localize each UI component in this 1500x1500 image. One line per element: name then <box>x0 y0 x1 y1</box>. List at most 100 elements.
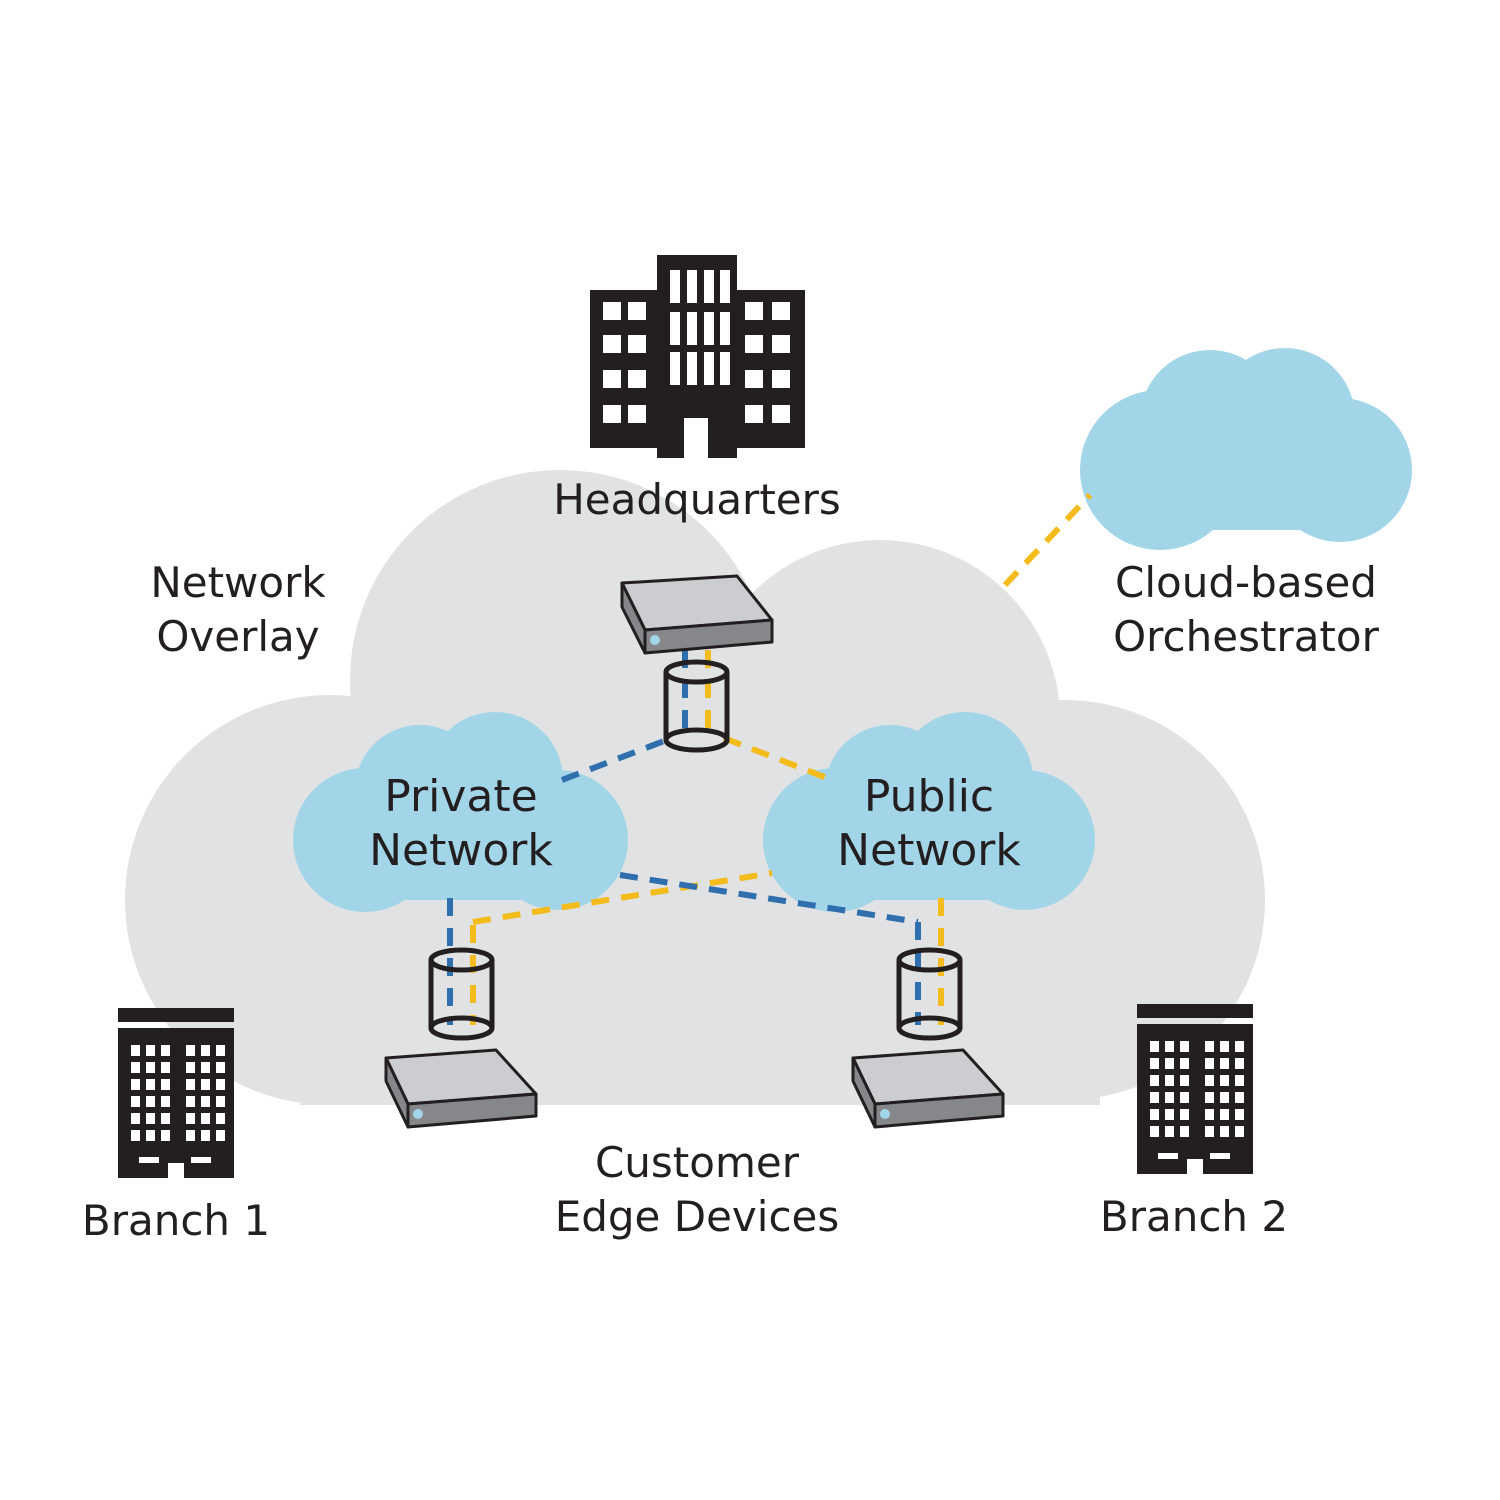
customer-edge-devices-label: Customer Edge Devices <box>540 1136 854 1244</box>
building-window <box>201 1062 210 1073</box>
building-window <box>146 1079 155 1090</box>
building-door-sign <box>1210 1153 1230 1159</box>
building-window <box>186 1045 195 1056</box>
building-window <box>146 1130 155 1141</box>
hq-public-link <box>722 735 834 783</box>
building-window <box>1180 1041 1189 1052</box>
building-window <box>216 1130 225 1141</box>
building-door-sign <box>139 1157 159 1163</box>
building-window <box>1220 1041 1229 1052</box>
hq-tunnel-icon <box>663 659 730 753</box>
building-window <box>1205 1058 1214 1069</box>
building-window <box>146 1096 155 1107</box>
building-window <box>146 1062 155 1073</box>
building-window <box>1150 1041 1159 1052</box>
building-window <box>216 1079 225 1090</box>
building-window <box>1220 1075 1229 1086</box>
orchestrator-cloud-icon <box>1080 348 1412 550</box>
building-window <box>1180 1075 1189 1086</box>
building-window <box>161 1045 170 1056</box>
branch1-building-icon <box>118 1008 234 1178</box>
branch1-label: Branch 1 <box>70 1194 282 1248</box>
branch1-tunnel-icon <box>428 947 495 1041</box>
orchestrator-link <box>1002 492 1093 588</box>
building-window <box>1150 1075 1159 1086</box>
building-window <box>131 1079 140 1090</box>
building-window <box>1165 1058 1174 1069</box>
building-window <box>146 1045 155 1056</box>
customer-edge-devices-label-line2: Edge Devices <box>554 1192 840 1241</box>
branch1-label-text: Branch 1 <box>81 1196 271 1245</box>
building-window <box>1235 1041 1244 1052</box>
building-window <box>216 1096 225 1107</box>
branch2-edge-device-icon <box>851 1048 1005 1129</box>
building-window <box>1205 1075 1214 1086</box>
network-links <box>447 492 1093 1025</box>
building-window <box>216 1113 225 1124</box>
building-window <box>186 1096 195 1107</box>
building-window <box>201 1130 210 1141</box>
building-window <box>1150 1109 1159 1120</box>
branch1-edge-device-icon <box>384 1048 538 1129</box>
building-window <box>201 1079 210 1090</box>
private-network-cloud-icon <box>293 712 628 912</box>
building-window <box>161 1130 170 1141</box>
customer-edge-devices-label-line1: Customer <box>594 1138 799 1187</box>
building-window <box>1205 1126 1214 1137</box>
branch1-public-link <box>472 870 773 925</box>
building-window <box>1220 1058 1229 1069</box>
building-window <box>201 1096 210 1107</box>
building-window <box>1205 1109 1214 1120</box>
building-window <box>1220 1126 1229 1137</box>
building-window <box>1165 1126 1174 1137</box>
headquarters-label-text: Headquarters <box>553 475 841 524</box>
building-window <box>131 1062 140 1073</box>
building-window <box>216 1045 225 1056</box>
private-network-label-line1: Private <box>384 771 538 822</box>
building-window <box>1205 1041 1214 1052</box>
public-network-label: Public Network <box>808 770 1050 878</box>
branch2-label-text: Branch 2 <box>1099 1192 1289 1241</box>
building-window <box>131 1045 140 1056</box>
orchestrator-label: Cloud-based Orchestrator <box>1100 556 1392 664</box>
building-window <box>216 1062 225 1073</box>
building-window <box>186 1130 195 1141</box>
network-overlay-label-line1: Network <box>150 558 326 607</box>
public-network-cloud-icon <box>763 712 1095 912</box>
building-window <box>1235 1058 1244 1069</box>
building-window <box>186 1079 195 1090</box>
building-window <box>1165 1075 1174 1086</box>
building-window <box>201 1045 210 1056</box>
building-window <box>1150 1092 1159 1103</box>
building-window <box>1205 1092 1214 1103</box>
building-window <box>186 1113 195 1124</box>
building-window <box>1165 1041 1174 1052</box>
building-window <box>131 1113 140 1124</box>
private-network-label: Private Network <box>340 770 582 878</box>
building-window <box>1165 1109 1174 1120</box>
building-window <box>146 1113 155 1124</box>
building-window <box>1235 1126 1244 1137</box>
network-overlay-label-line2: Overlay <box>156 612 320 661</box>
network-overlay-label: Network Overlay <box>120 556 356 664</box>
public-network-label-line1: Public <box>863 771 995 822</box>
orchestrator-label-line1: Cloud-based <box>1115 558 1377 607</box>
building-window <box>1165 1092 1174 1103</box>
hq-private-link <box>560 735 674 783</box>
building-window <box>161 1096 170 1107</box>
public-network-label-line2: Network <box>837 825 1021 876</box>
building-window <box>1220 1092 1229 1103</box>
building-window <box>131 1130 140 1141</box>
orchestrator-label-line2: Orchestrator <box>1113 612 1379 661</box>
building-window <box>1150 1126 1159 1137</box>
building-window <box>1180 1092 1189 1103</box>
branch2-label: Branch 2 <box>1088 1190 1300 1244</box>
building-window <box>1180 1126 1189 1137</box>
building-window <box>186 1062 195 1073</box>
building-window <box>1220 1109 1229 1120</box>
building-window <box>201 1113 210 1124</box>
building-window <box>1180 1058 1189 1069</box>
hq-edge-device-icon <box>620 574 774 655</box>
headquarters-building-icon <box>590 255 805 458</box>
